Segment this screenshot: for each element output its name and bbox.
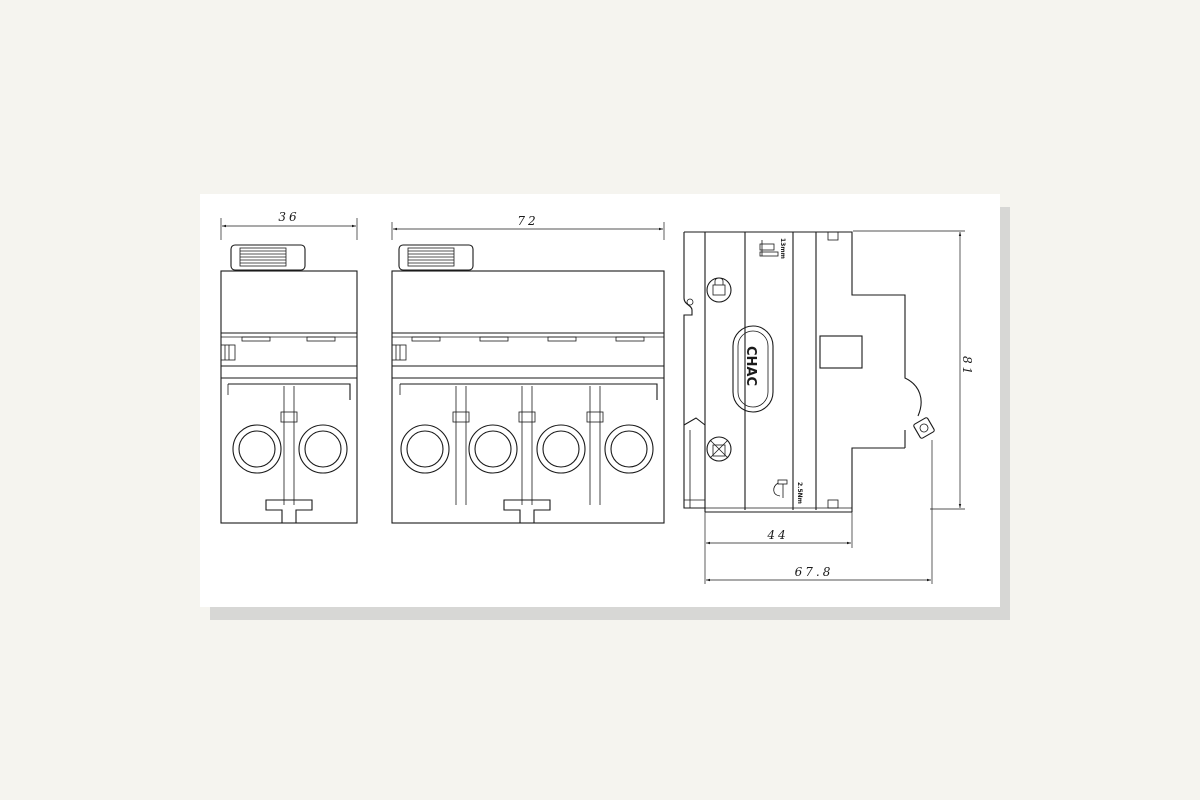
side-view: 13mm CHAC 2.5Nm 81 xyxy=(683,230,974,584)
strip-length-label: 13mm xyxy=(779,238,786,259)
terminal-screw xyxy=(913,417,935,439)
dim-height: 81 xyxy=(960,356,974,377)
dim-depth-total: 67.8 xyxy=(795,565,834,579)
screwdriver-icon xyxy=(759,240,779,257)
lock-icon xyxy=(706,277,732,303)
dim-width-4pole: 72 xyxy=(517,214,538,228)
front-view-2pole: 36 xyxy=(220,210,358,524)
torque-icon xyxy=(773,479,788,498)
dim-width-2pole: 36 xyxy=(278,210,299,224)
front-view-4pole: 72 xyxy=(391,214,665,524)
toggle-grip-2pole xyxy=(240,250,286,264)
no-disposal-icon xyxy=(706,436,732,462)
toggle-grip-4pole xyxy=(408,250,454,264)
brand-badge xyxy=(732,325,774,413)
brand-logo: CHAC xyxy=(743,346,758,386)
torque-label: 2.5Nm xyxy=(796,482,803,504)
dim-depth-front: 44 xyxy=(766,528,788,542)
